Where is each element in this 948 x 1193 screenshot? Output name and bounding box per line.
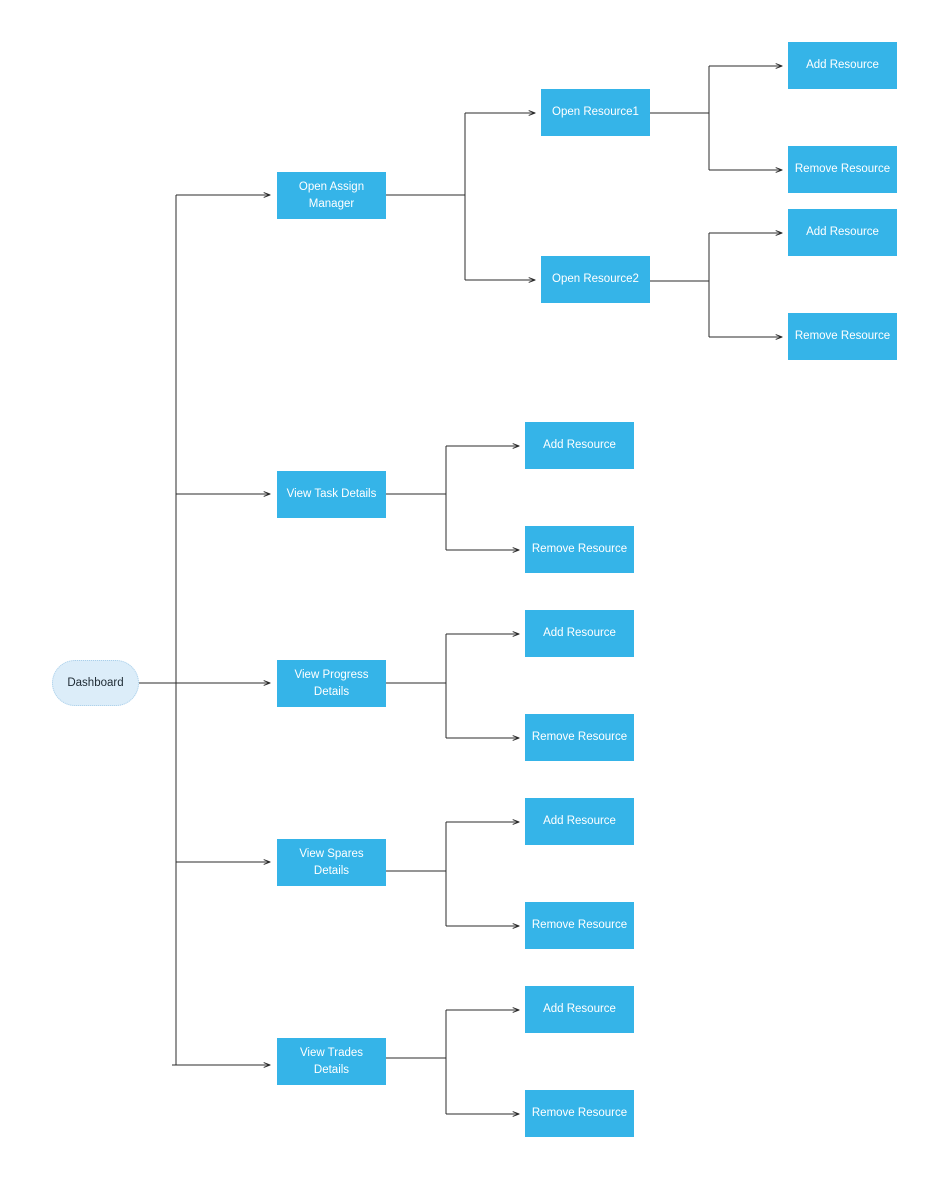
view-spares-details-label: View Spares Details: [299, 847, 364, 877]
view-task-details-label: View Task Details: [286, 488, 377, 500]
spares-remove-resource-node[interactable]: Remove Resource: [525, 902, 634, 949]
open-resource2-node[interactable]: Open Resource2: [541, 256, 650, 303]
resource2-add-resource-label: Add Resource: [806, 226, 879, 238]
spares-add-resource-node[interactable]: Add Resource: [525, 798, 634, 845]
view-trades-details-label: View Trades Details: [299, 1046, 364, 1076]
spares-add-resource-label: Add Resource: [543, 815, 616, 827]
progress-remove-resource-node[interactable]: Remove Resource: [525, 714, 634, 761]
view-spares-details-node[interactable]: View Spares Details: [277, 839, 386, 886]
resource2-remove-resource-node[interactable]: Remove Resource: [788, 313, 897, 360]
open-resource1-label: Open Resource1: [552, 106, 639, 118]
dashboard-label: Dashboard: [67, 676, 124, 689]
progress-remove-resource-label: Remove Resource: [531, 731, 628, 743]
trades-add-resource-node[interactable]: Add Resource: [525, 986, 634, 1033]
task-remove-resource-node[interactable]: Remove Resource: [525, 526, 634, 573]
trades-remove-resource-label: Remove Resource: [531, 1107, 628, 1119]
view-progress-details-label: View Progress Details: [294, 668, 369, 698]
progress-add-resource-node[interactable]: Add Resource: [525, 610, 634, 657]
view-task-details-node[interactable]: View Task Details: [277, 471, 386, 518]
open-resource2-label: Open Resource2: [552, 273, 639, 285]
resource1-add-resource-label: Add Resource: [806, 59, 879, 71]
resource1-add-resource-node[interactable]: Add Resource: [788, 42, 897, 89]
resource2-remove-resource-label: Remove Resource: [794, 330, 891, 342]
spares-remove-resource-label: Remove Resource: [531, 919, 628, 931]
open-resource1-node[interactable]: Open Resource1: [541, 89, 650, 136]
task-add-resource-node[interactable]: Add Resource: [525, 422, 634, 469]
resource1-remove-resource-node[interactable]: Remove Resource: [788, 146, 897, 193]
open-assign-manager-node[interactable]: Open Assign Manager: [277, 172, 386, 219]
dashboard-node[interactable]: Dashboard: [52, 660, 139, 706]
view-trades-details-node[interactable]: View Trades Details: [277, 1038, 386, 1085]
view-progress-details-node[interactable]: View Progress Details: [277, 660, 386, 707]
task-remove-resource-label: Remove Resource: [531, 543, 628, 555]
trades-add-resource-label: Add Resource: [543, 1003, 616, 1015]
resource1-remove-resource-label: Remove Resource: [794, 163, 891, 175]
task-add-resource-label: Add Resource: [543, 439, 616, 451]
open-assign-manager-label: Open Assign Manager: [298, 180, 365, 210]
trades-remove-resource-node[interactable]: Remove Resource: [525, 1090, 634, 1137]
resource2-add-resource-node[interactable]: Add Resource: [788, 209, 897, 256]
progress-add-resource-label: Add Resource: [543, 627, 616, 639]
